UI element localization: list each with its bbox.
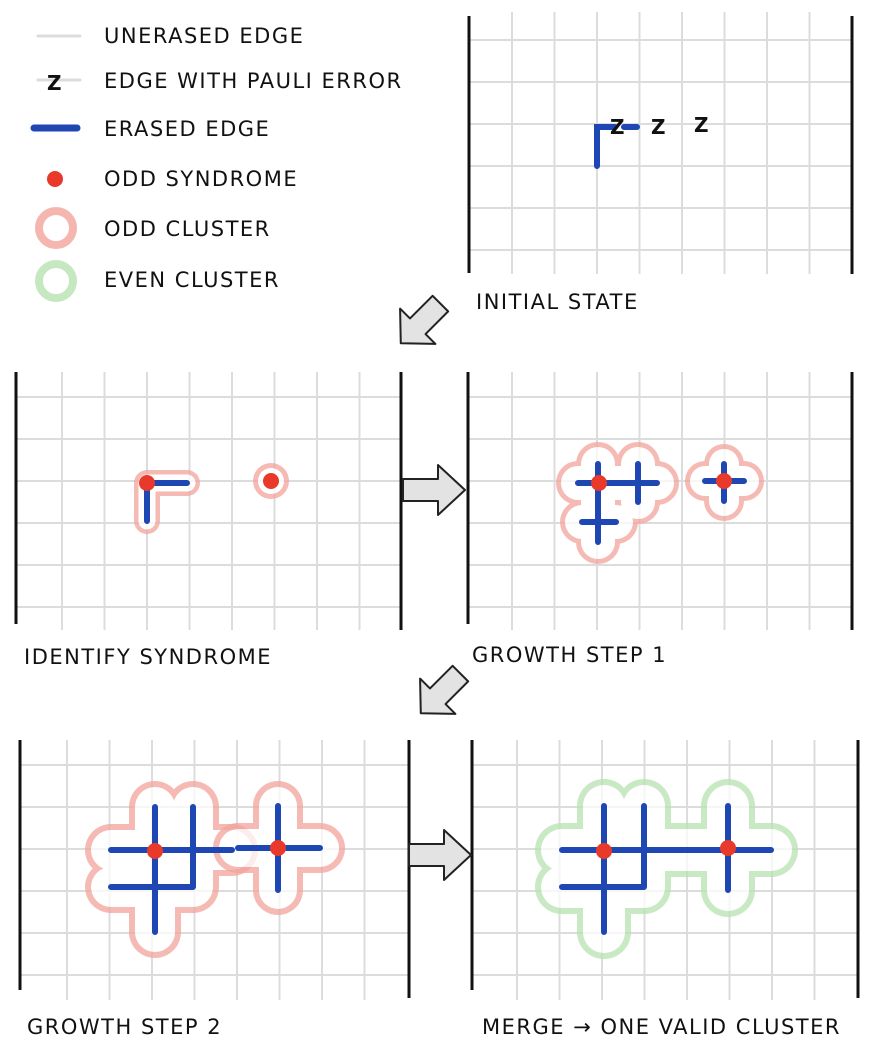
- erased-edges: [575, 461, 747, 545]
- legend-unerased-label: UNERASED EDGE: [104, 24, 304, 48]
- panel-merge: MERGE → ONE VALID CLUSTER: [470, 740, 860, 1039]
- panel-initial: Z Z Z INITIAL STATE: [467, 12, 854, 314]
- arrow-down-left: [399, 294, 450, 345]
- legend-syndrome-swatch: [47, 171, 63, 187]
- panel-caption: MERGE → ONE VALID CLUSTER: [482, 1015, 841, 1039]
- odd-cluster: [85, 781, 258, 958]
- arrow-down-left: [419, 664, 470, 715]
- even-cluster: [535, 779, 798, 959]
- pauli-z-label: Z: [694, 113, 709, 137]
- panel-caption: GROWTH STEP 1: [472, 643, 667, 667]
- lattice-grid: [16, 372, 401, 630]
- legend-erased-label: ERASED EDGE: [104, 117, 270, 141]
- odd-syndrome: [147, 843, 163, 859]
- panel-caption: INITIAL STATE: [476, 290, 639, 314]
- erased-edges: [108, 803, 323, 935]
- legend-odd-cluster-swatch: [35, 207, 77, 249]
- legend-pauli-symbol: Z: [47, 71, 62, 95]
- legend-syndrome-label: ODD SYNDROME: [104, 167, 298, 191]
- legend-even-cluster-swatch: [35, 260, 77, 302]
- odd-syndrome: [596, 843, 612, 859]
- odd-syndrome: [270, 840, 286, 856]
- odd-cluster: [134, 470, 200, 534]
- legend-even-cluster-label: EVEN CLUSTER: [104, 268, 280, 292]
- legend-odd-cluster-label: ODD CLUSTER: [104, 217, 271, 241]
- panel-caption: IDENTIFY SYNDROME: [24, 645, 272, 669]
- odd-cluster: [556, 442, 679, 564]
- legend-pauli-label: EDGE WITH PAULI ERROR: [104, 69, 403, 93]
- pauli-z-label: Z: [651, 115, 666, 139]
- odd-syndrome: [139, 475, 155, 491]
- erased-edges: [594, 124, 640, 169]
- arrow-right: [408, 829, 472, 881]
- odd-syndrome: [591, 475, 607, 491]
- panel-growth2: GROWTH STEP 2: [18, 740, 411, 1039]
- legend: UNERASED EDGE Z EDGE WITH PAULI ERROR ER…: [30, 24, 403, 302]
- odd-syndrome: [716, 473, 732, 489]
- flow-arrows: [399, 294, 472, 881]
- lattice-grid: [469, 12, 852, 274]
- odd-syndrome: [263, 473, 279, 489]
- arrow-right: [402, 464, 466, 516]
- odd-syndrome: [720, 840, 736, 856]
- panel-growth1: GROWTH STEP 1: [466, 372, 854, 667]
- pauli-z-label: Z: [610, 115, 625, 139]
- panel-caption: GROWTH STEP 2: [27, 1015, 222, 1039]
- panel-identify: IDENTIFY SYNDROME: [14, 372, 403, 669]
